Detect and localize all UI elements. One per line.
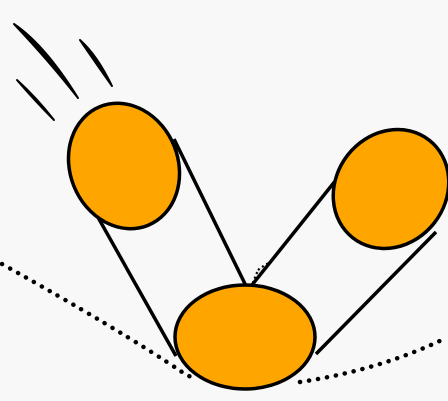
ball-bottom (175, 285, 315, 389)
motion-line-3 (17, 80, 54, 120)
motion-trail-lines (14, 24, 112, 120)
motion-line-2 (80, 40, 112, 86)
